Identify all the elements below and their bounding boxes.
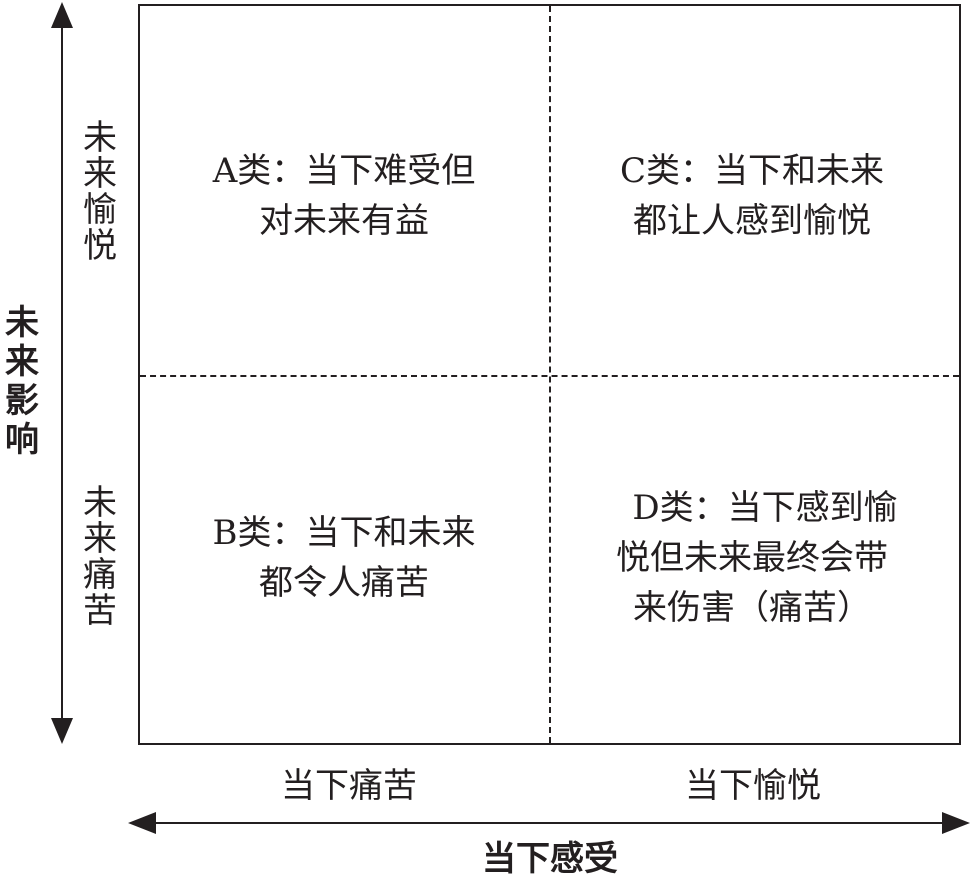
vertical-label-char: 未 [5,303,39,343]
vertical-label-char: 来 [83,154,117,194]
y-axis-bottom-label: 未来痛苦 [78,485,122,629]
quadrant-grid [138,4,961,745]
x-axis-arrowhead-right [942,812,970,834]
vertical-label-char: 悦 [83,226,117,266]
quadrant-b: B类：当下和未来 都令人痛苦 [144,508,544,608]
quadrant-c: C类：当下和未来 都让人感到愉悦 [552,146,952,246]
vertical-label-char: 未 [83,483,117,523]
quadrant-b-line: 都令人痛苦 [259,563,429,603]
y-axis-title: 未来影响 [0,304,44,460]
quadrant-c-line: C类：当下和未来 [619,151,884,191]
x-axis-title: 当下感受 [482,839,618,879]
vertical-label-char: 未 [83,118,117,158]
quadrant-b-line: B类：当下和未来 [212,513,476,553]
y-axis-top-label: 未来愉悦 [78,120,122,264]
x-axis-arrowhead-left [128,812,156,834]
quadrant-a-line: 对未来有益 [259,201,429,241]
y-axis-arrowhead-up [51,2,73,28]
quadrant-d-line: 悦但未来最终会带 [616,538,888,578]
quadrant-d-line: D类：当下感到愉 [632,488,898,528]
quadrant-c-line: 都让人感到愉悦 [633,201,871,241]
x-axis-right-label: 当下愉悦 [685,766,821,806]
vertical-label-char: 来 [5,342,39,382]
vertical-label-char: 愉 [83,190,117,230]
quadrant-d-line: 来伤害（痛苦） [633,588,871,628]
quadrant-a: A类：当下难受但 对未来有益 [144,146,544,246]
x-axis-left-label: 当下痛苦 [281,766,417,806]
vertical-label-char: 苦 [83,591,117,631]
horizontal-divider [140,375,959,377]
quadrant-a-line: A类：当下难受但 [212,151,476,191]
vertical-label-char: 痛 [83,555,117,595]
y-axis-arrowhead-down [51,718,73,744]
quadrant-d: D类：当下感到愉 悦但未来最终会带 来伤害（痛苦） [552,483,952,633]
vertical-label-char: 来 [83,519,117,559]
vertical-divider [549,6,551,743]
vertical-label-char: 影 [5,381,39,421]
vertical-label-char: 响 [5,420,39,460]
